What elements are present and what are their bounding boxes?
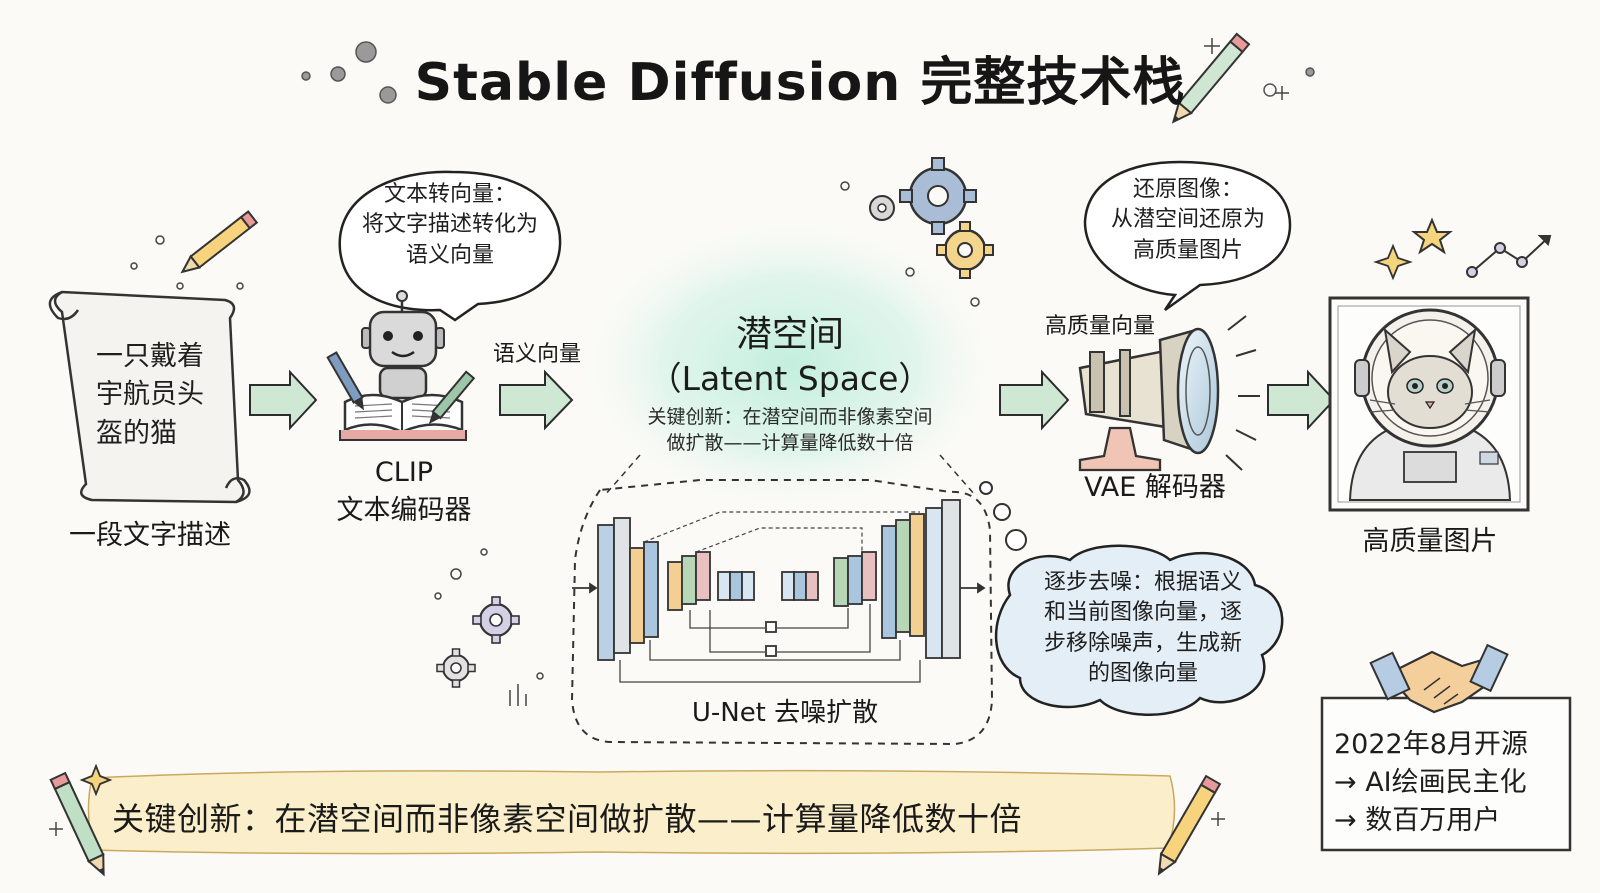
- pen-icon: [428, 370, 476, 425]
- sparkle-icon: [49, 812, 1225, 836]
- release-note-line1: 2022年8月开源: [1334, 729, 1528, 760]
- release-note-line3: → 数百万用户: [1334, 805, 1501, 836]
- release-note-box: [1320, 696, 1572, 852]
- sparkle-icon: [79, 763, 113, 797]
- gear-icon: [936, 221, 994, 279]
- unet-diagram: [572, 499, 986, 661]
- latent-to-unet-dashed: [604, 454, 641, 496]
- flow-arrow: [1267, 369, 1336, 431]
- clip-caption-line2: 文本编码器: [336, 495, 472, 526]
- vae-speech-bubble: [1083, 160, 1292, 312]
- telescope-icon: [1078, 315, 1260, 472]
- latent-note: 关键创新：在潜空间而非像素空间 做扩散——计算量降低数十倍: [647, 406, 933, 454]
- gear-icon: [899, 157, 977, 235]
- flow-arrow: [999, 369, 1070, 431]
- pencil-icon: [1157, 774, 1222, 876]
- unet-bubble-text: 逐步去噪：根据语义 和当前图像向量，逐 步移除噪声，生成新 的图像向量: [1043, 570, 1242, 687]
- vae-caption: VAE 解码器: [1084, 472, 1226, 503]
- pencil-icon: [180, 210, 259, 274]
- pencil-icon: [49, 771, 105, 877]
- gear-icon: [869, 195, 895, 221]
- title-dots-icon: [301, 41, 1315, 104]
- clip-speech-bubble: [338, 170, 562, 322]
- unet-skip-connections: [643, 511, 920, 553]
- robot-icon: [361, 290, 445, 400]
- astronaut-cat-image: [1348, 308, 1512, 501]
- vae-bubble-text: 还原图像： 从潜空间还原为 高质量图片: [1110, 177, 1265, 263]
- latent-glow: [575, 215, 1005, 515]
- book-icon: [339, 393, 467, 441]
- scroll-icon: [48, 290, 251, 504]
- input-prompt-text: 一只戴着 宇航员头 盔的猫: [96, 341, 204, 449]
- unet-frame: [570, 479, 994, 746]
- output-caption: 高质量图片: [1362, 526, 1498, 557]
- gear-icon: [472, 596, 520, 644]
- flow-arrow: [499, 369, 574, 431]
- title-pencil-icon: [1171, 32, 1251, 124]
- sparkle-icon: [1204, 38, 1289, 100]
- star-icon: [1411, 217, 1453, 255]
- high-quality-vector-label: 高质量向量: [1044, 314, 1155, 339]
- input-caption: 一段文字描述: [69, 520, 231, 551]
- handshake-icon: [1369, 643, 1509, 714]
- trend-line-icon: [1466, 235, 1552, 278]
- latent-subtitle: （Latent Space）: [648, 359, 932, 398]
- dots-icon: [130, 235, 244, 290]
- sparkle-icon: [1373, 243, 1413, 281]
- latent-to-unet-dashed: [939, 454, 976, 496]
- unet-caption: U-Net 去噪扩散: [691, 698, 879, 728]
- release-note-line2: → AI绘画民主化: [1334, 767, 1527, 798]
- clip-caption-line1: CLIP: [374, 457, 434, 488]
- pen-icon: [326, 351, 364, 411]
- unet-thought-bubble: [979, 481, 1284, 716]
- page-title: Stable Diffusion 完整技术栈: [414, 53, 1186, 113]
- gear-icon: [436, 648, 476, 688]
- flow-arrow: [249, 369, 318, 431]
- semantic-vector-label: 语义向量: [492, 342, 581, 367]
- clip-bubble-text: 文本转向量： 将文字描述转化为 语义向量: [361, 182, 538, 268]
- latent-title: 潜空间: [735, 314, 844, 355]
- key-innovation-banner: 关键创新：在潜空间而非像素空间做扩散——计算量降低数十倍: [112, 800, 1023, 838]
